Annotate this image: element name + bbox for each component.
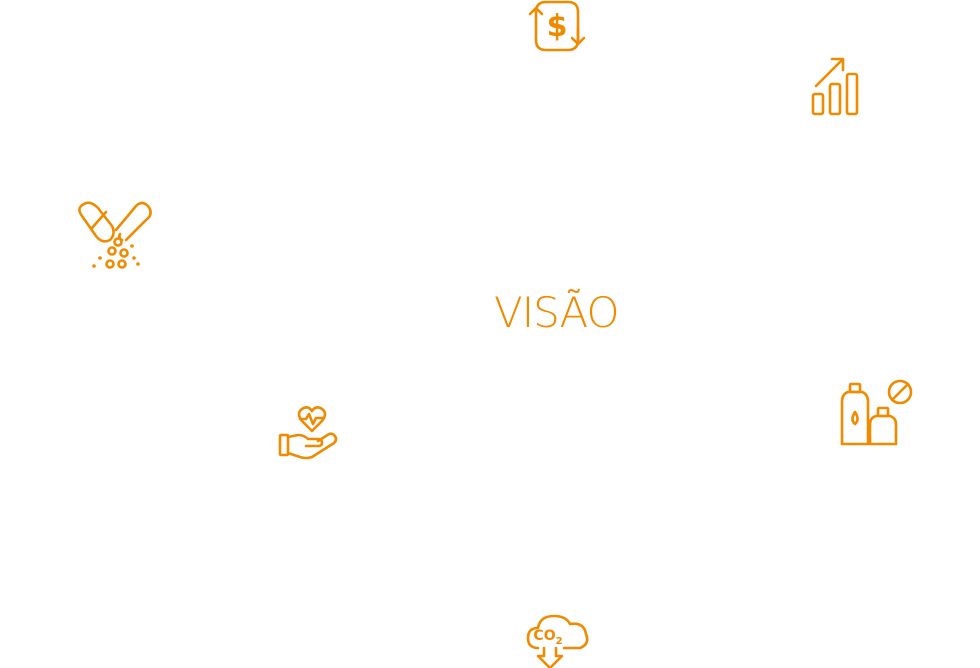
no-chemicals-bottles-icon	[840, 376, 916, 450]
co2-glyph: CO2	[533, 628, 562, 647]
page-title: VISÃO	[494, 288, 620, 337]
co2-reduction-icon: CO2	[524, 612, 594, 668]
capsule-pills-icon	[72, 198, 154, 274]
money-cycle-icon: $	[524, 0, 588, 56]
money-glyph: $	[547, 9, 568, 44]
growth-chart-icon	[810, 56, 862, 118]
heart-hand-icon	[278, 403, 342, 465]
